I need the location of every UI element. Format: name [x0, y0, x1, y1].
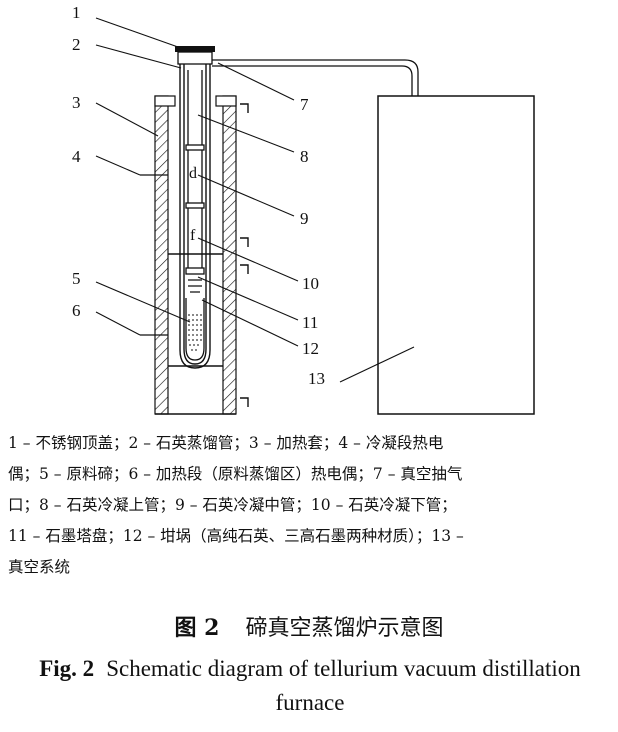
quartz-distillation-tube	[179, 64, 211, 369]
caption-chinese: 图 2 碲真空蒸馏炉示意图	[0, 610, 618, 642]
legend: 1 – 不锈钢顶盖；2 – 石英蒸馏管；3 – 加热套；4 – 冷凝段热电 偶；…	[8, 428, 612, 583]
thermocouples	[140, 174, 168, 336]
caption-zh-fig: 图 2	[174, 615, 220, 641]
caption-en-fig: Fig. 2	[39, 656, 95, 681]
crucible	[185, 298, 205, 361]
label-3: 3	[72, 93, 81, 112]
label-f: f	[190, 227, 196, 244]
legend-line: 11 – 石墨塔盘；12 – 坩埚（高纯石英、三高石墨两种材质）；13 –	[8, 527, 464, 545]
vacuum-pipe	[212, 59, 419, 96]
label-13: 13	[308, 369, 325, 388]
label-11: 11	[302, 313, 318, 332]
label-2: 2	[72, 35, 81, 54]
thermocouple-brackets	[240, 103, 249, 407]
label-4: 4	[72, 147, 81, 166]
raw-tellurium	[188, 314, 202, 351]
label-12: 12	[302, 339, 319, 358]
label-8: 8	[300, 147, 309, 166]
legend-line: 真空系统	[8, 558, 71, 576]
legend-line: 偶；5 – 原料碲；6 – 加热段（原料蒸馏区）热电偶；7 – 真空抽气	[8, 465, 463, 483]
label-10: 10	[302, 274, 319, 293]
label-7: 7	[300, 95, 309, 114]
label-1: 1	[72, 3, 81, 22]
caption-english: Fig. 2 Schematic diagram of tellurium vac…	[20, 652, 600, 720]
label-9: 9	[300, 209, 309, 228]
heating-jacket	[154, 95, 237, 415]
graphite-tray	[185, 267, 205, 293]
caption-en-title: Schematic diagram of tellurium vacuum di…	[106, 656, 581, 715]
legend-line: 口；8 – 石英冷凝上管；9 – 石英冷凝中管；10 – 石英冷凝下管；	[8, 496, 457, 514]
label-d: d	[189, 165, 197, 182]
stainless-top-cover	[175, 46, 215, 65]
legend-line: 1 – 不锈钢顶盖；2 – 石英蒸馏管；3 – 加热套；4 – 冷凝段热电	[8, 434, 444, 452]
label-6: 6	[72, 301, 81, 320]
furnace-diagram: 1 2 3 4 5 6 7 8 9 10 11 12 13 d f	[72, 3, 535, 415]
caption-zh-title: 碲真空蒸馏炉示意图	[245, 616, 444, 641]
vacuum-system-box	[377, 95, 535, 415]
condensing-tubes	[185, 70, 205, 268]
label-5: 5	[72, 269, 81, 288]
leader-lines	[95, 17, 415, 383]
